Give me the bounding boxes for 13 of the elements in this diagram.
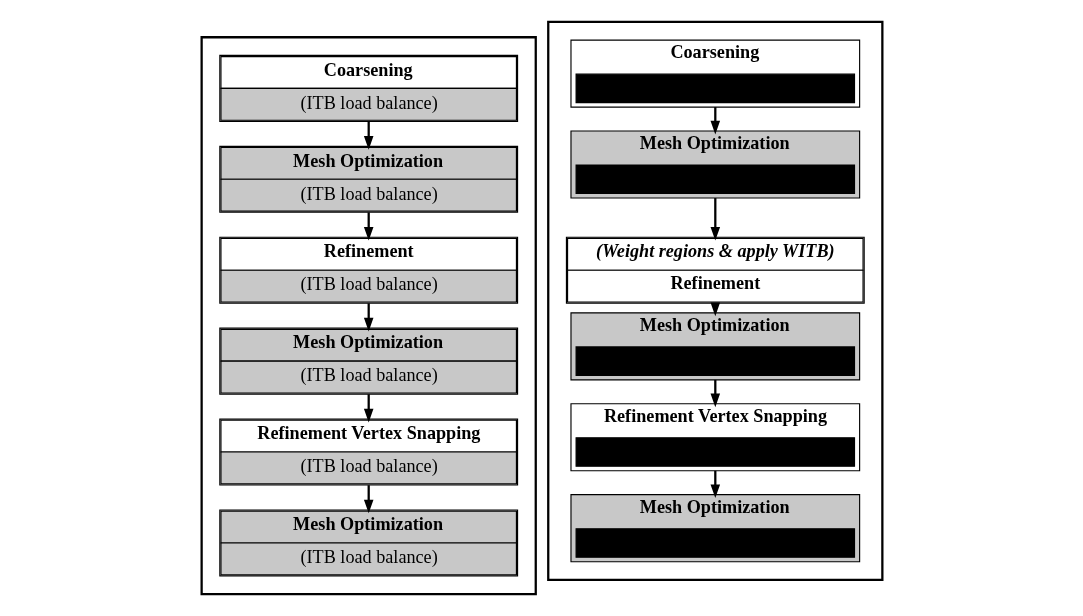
cluster: Coarsening: [569, 39, 860, 108]
cluster: Mesh Optimization: [569, 494, 860, 563]
node-bar: [575, 346, 855, 376]
cluster: [546, 20, 883, 582]
arrow: [710, 198, 720, 241]
node-bar: [575, 73, 855, 104]
node-bar: [575, 164, 855, 195]
node-bar: [575, 437, 855, 467]
cluster: Mesh Optimization: [569, 312, 860, 381]
cluster: Refinement Vertex Snapping: [569, 403, 860, 472]
node-bar: [575, 528, 855, 558]
cluster: [200, 36, 537, 596]
cluster: Mesh Optimization: [569, 130, 860, 199]
